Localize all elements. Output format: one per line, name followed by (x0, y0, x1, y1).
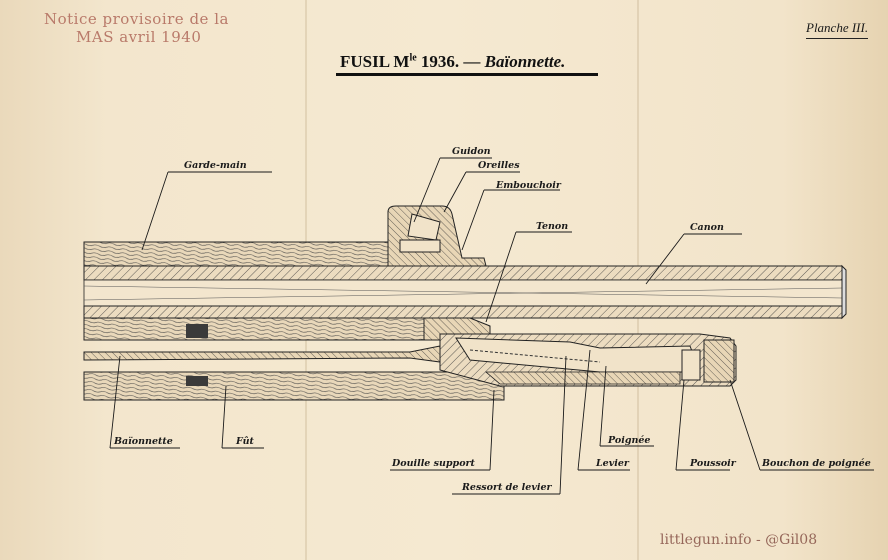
stamp-line-2: MAS avril 1940 (76, 28, 202, 46)
label-levier: Levier (596, 458, 629, 469)
title-year: 1936. — (416, 52, 485, 71)
douille-support (484, 371, 681, 385)
insert-block (186, 324, 208, 338)
leader-lines (109, 157, 874, 495)
garde-main-wood (83, 241, 401, 267)
bore-line (83, 287, 843, 301)
label-guidon: Guidon (452, 146, 491, 157)
guidon (407, 213, 441, 241)
barrel-top (83, 265, 843, 281)
label-oreilles: Oreilles (478, 160, 520, 171)
bayonet-blade (83, 345, 441, 363)
label-baionnette: Baïonnette (114, 436, 173, 447)
bore-line (83, 285, 843, 299)
barrel-bottom (83, 305, 843, 319)
title-subject: Baïonnette. (484, 52, 566, 71)
guidon-base (399, 239, 441, 253)
label-canon: Canon (690, 222, 724, 233)
title-superscript: le (409, 52, 417, 64)
bouchon-de-poignee (703, 339, 735, 383)
label-poignee: Poignée (608, 435, 651, 446)
fut-upper-wood (83, 317, 425, 341)
insert-block-lower (186, 376, 208, 386)
watermark-text: littlegun.info - @Gil08 (660, 532, 818, 548)
label-embouchoir: Embouchoir (496, 180, 561, 191)
title-main: FUSIL M (340, 52, 410, 71)
plate-number: Planche III. (806, 20, 869, 39)
barrel-bore (83, 279, 843, 307)
label-poussoir: Poussoir (690, 458, 736, 469)
label-fut: Fût (236, 436, 254, 447)
ressort-de-levier (469, 349, 601, 363)
muzzle (841, 264, 847, 320)
label-douille-support: Douille support (392, 458, 475, 469)
poussoir (681, 349, 701, 381)
label-bouchon-de-poignee: Bouchon de poignée (762, 458, 871, 469)
fut-lower-wood (83, 371, 505, 401)
label-tenon: Tenon (536, 221, 569, 232)
title-underline (336, 73, 598, 76)
label-ressort-de-levier: Ressort de levier (462, 482, 552, 493)
label-garde-main: Garde-main (184, 160, 247, 171)
stamp-line-1: Notice provisoire de la (44, 10, 229, 28)
page-title: FUSIL Mle 1936. — Baïonnette. (340, 52, 565, 72)
